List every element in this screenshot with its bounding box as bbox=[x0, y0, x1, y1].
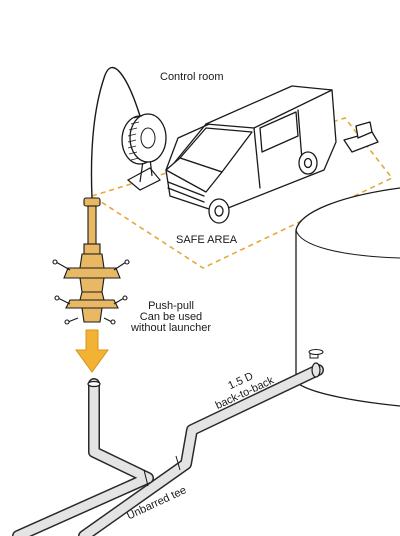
laptop bbox=[343, 121, 379, 153]
control-room-label: Control room bbox=[160, 71, 224, 83]
pipeline bbox=[12, 349, 324, 536]
push-pull-note-line1: Can be used bbox=[140, 311, 202, 323]
push-pull-note-line2: without launcher bbox=[130, 322, 211, 334]
safe-area-label: SAFE AREA bbox=[176, 234, 238, 246]
cable-reel bbox=[121, 113, 167, 191]
safe-area-boundary bbox=[90, 117, 394, 269]
control-van bbox=[165, 85, 337, 224]
insertion-arrow bbox=[75, 329, 109, 373]
umbilical-cable bbox=[90, 66, 141, 199]
inspection-tool bbox=[52, 197, 130, 325]
push-pull-label: Push-pull bbox=[148, 300, 194, 312]
